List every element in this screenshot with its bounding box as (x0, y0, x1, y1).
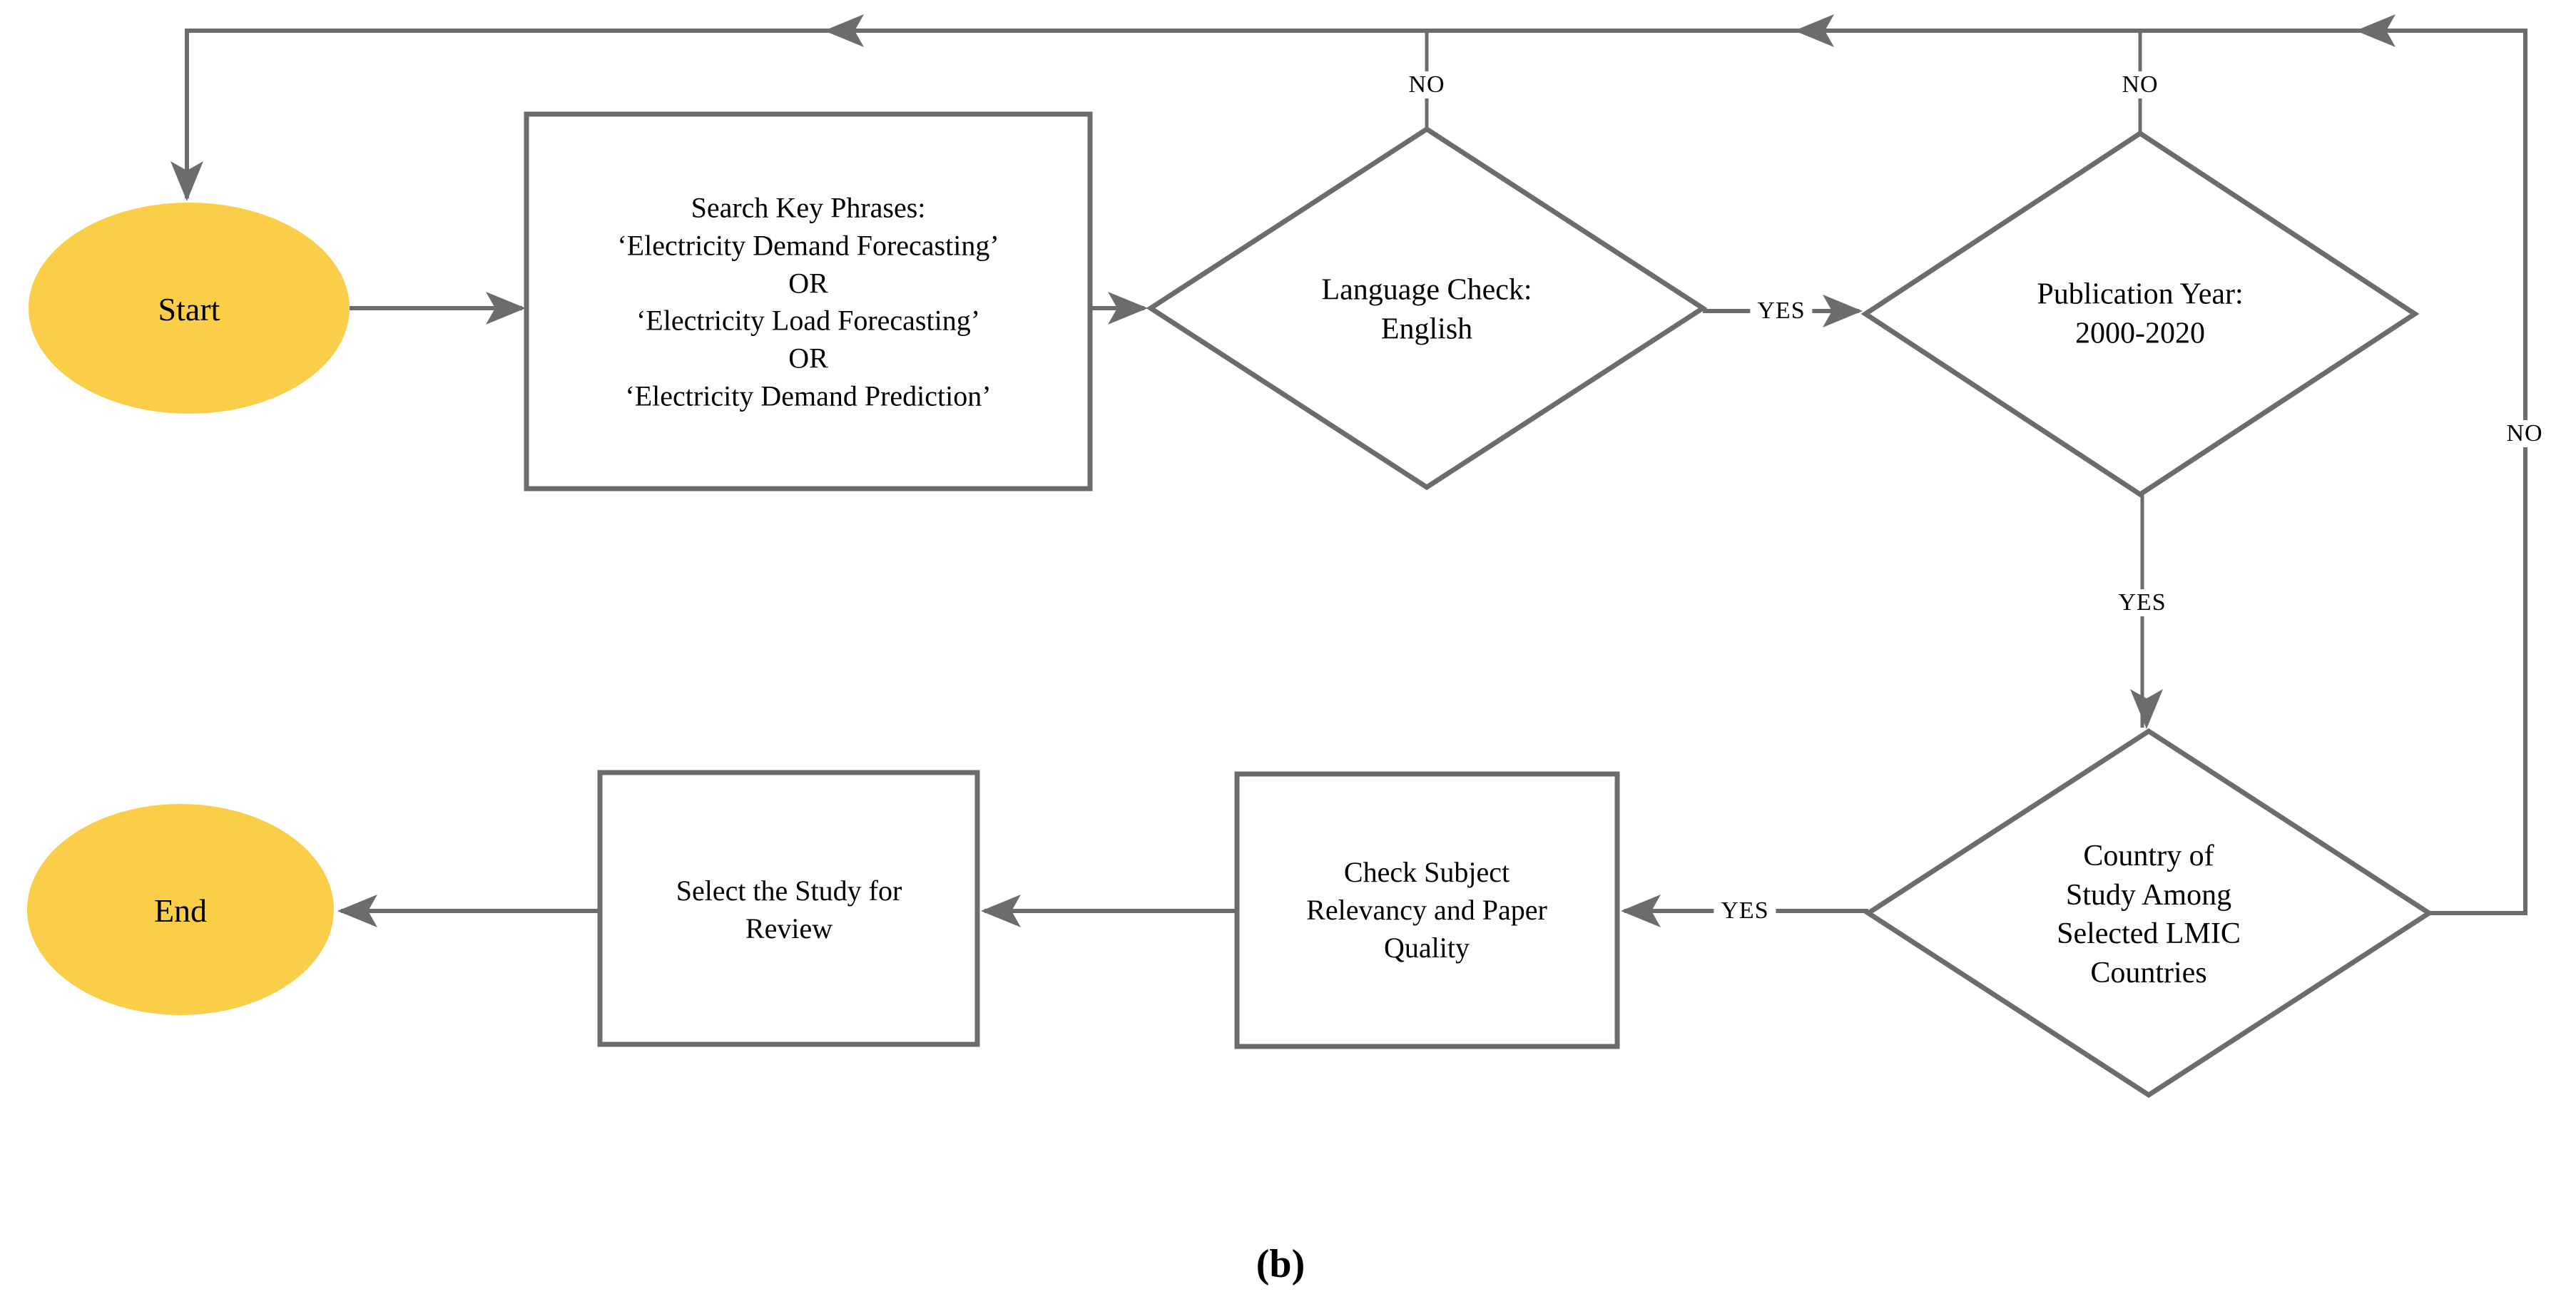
start-label: Start (158, 291, 220, 328)
relevancy-process-shape (1234, 771, 1620, 1049)
arrowhead-into-select (981, 895, 1021, 927)
arrowhead-into-language (1108, 292, 1148, 325)
arrowhead-into-year (1823, 295, 1863, 327)
year-decision-shape (1860, 130, 2420, 498)
arrowhead-into-search (486, 292, 526, 325)
select-process-shape (597, 770, 980, 1047)
language-decision-shape (1146, 126, 1708, 491)
figure-caption: (b) (1256, 1242, 1305, 1286)
arrowhead-into-relevancy (1621, 895, 1661, 927)
country-label: Country of Study Among Selected LMIC Cou… (2057, 839, 2241, 989)
country-no-label: NO (2499, 420, 2550, 447)
country-yes-label: YES (1714, 897, 1776, 924)
end-terminal-shape (27, 804, 334, 1015)
relevancy-label: Check Subject Relevancy and Paper Qualit… (1306, 855, 1547, 964)
year-label: Publication Year: 2000-2020 (2037, 277, 2244, 350)
no-loop-connector (185, 29, 2527, 915)
top-line-merge-arrowhead-1 (824, 14, 864, 47)
language-yes-label: YES (1750, 297, 1813, 325)
arrowhead-into-country (2130, 689, 2163, 729)
search-label: Search Key Phrases: ‘Electricity Demand … (617, 191, 999, 412)
language-no-label: NO (1401, 71, 1452, 98)
language-label: Language Check: English (1321, 273, 1532, 345)
top-line-merge-arrowhead-3 (2356, 14, 2396, 47)
arrowhead-into-start (170, 161, 203, 201)
arrowhead-into-end (337, 895, 377, 927)
select-label: Select the Study for Review (676, 875, 902, 944)
top-line-merge-arrowhead-2 (1794, 14, 1834, 47)
end-label: End (153, 892, 208, 929)
year-yes-label: YES (2111, 589, 2174, 616)
year-no-label: NO (2114, 71, 2166, 98)
country-decision-shape (1863, 728, 2434, 1099)
start-terminal-shape (29, 203, 350, 414)
search-process-shape (524, 111, 1093, 491)
